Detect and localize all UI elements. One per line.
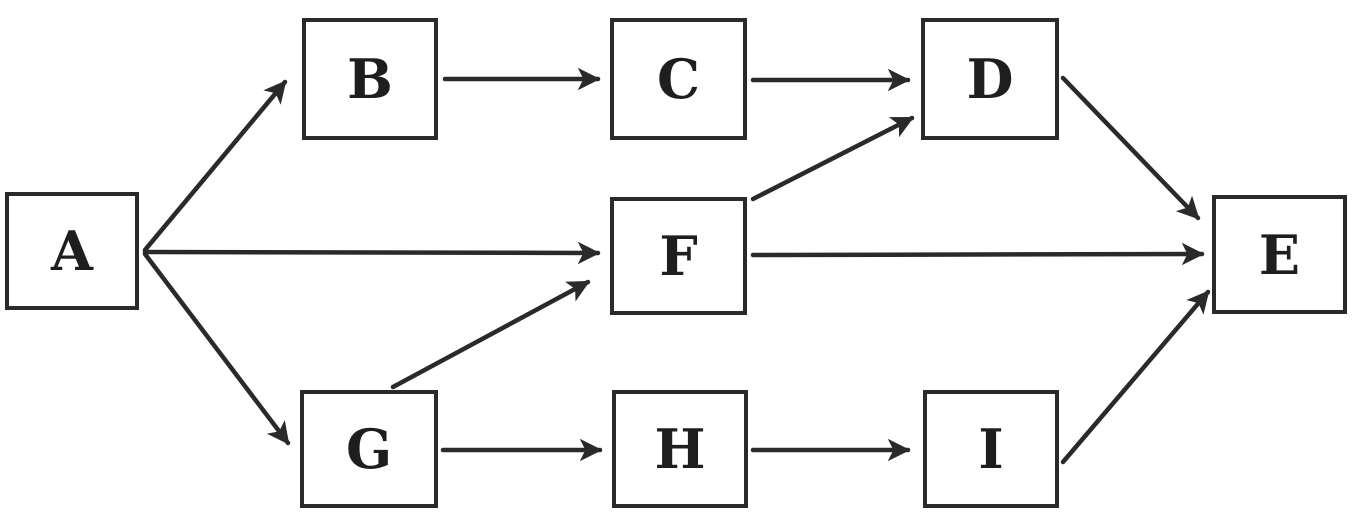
node-h: H [612, 390, 748, 508]
node-c-label: C [657, 47, 700, 111]
edge-a-to-f [142, 241, 601, 265]
node-f-label: F [659, 224, 698, 288]
node-g-label: G [345, 417, 393, 481]
node-a-label: A [51, 219, 93, 283]
node-i: I [923, 390, 1059, 508]
node-b: B [302, 18, 438, 140]
node-a: A [5, 192, 139, 310]
edge-a-to-b [142, 79, 288, 253]
node-d-label: D [966, 47, 1014, 111]
node-h-label: H [654, 417, 706, 481]
node-i-label: I [978, 417, 1004, 481]
node-f: F [610, 197, 747, 315]
edge-d-to-e [1060, 75, 1201, 221]
node-e: E [1212, 195, 1347, 314]
node-d: D [921, 18, 1059, 140]
node-c: C [610, 18, 747, 140]
node-g: G [300, 390, 438, 508]
edge-a-to-g [142, 251, 291, 446]
edge-g-to-f [390, 279, 591, 390]
edge-f-to-d [750, 115, 915, 202]
edge-i-to-e [1060, 289, 1211, 465]
edge-f-to-e [750, 242, 1205, 266]
node-b-label: B [347, 47, 393, 111]
node-e-label: E [1258, 222, 1301, 287]
